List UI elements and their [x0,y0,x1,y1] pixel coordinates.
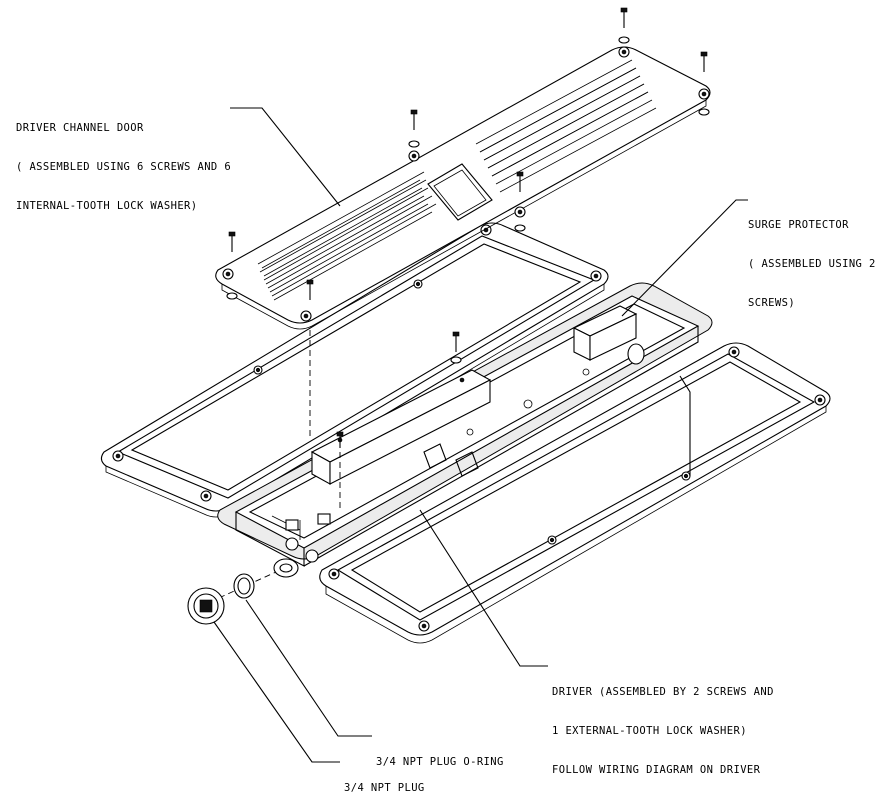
driver-box [310,369,492,485]
callout-line: SURGE PROTECTOR [748,219,849,231]
npt-plug-callout: 3/4 NPT PLUG [344,756,425,808]
screw-icon [306,279,314,300]
right-lens-door [319,342,831,644]
callout-line: 3/4 NPT PLUG O-RING [376,756,504,768]
npt-plug [187,587,225,625]
callout-line: 1 EXTERNAL-TOOTH LOCK WASHER) [552,725,747,737]
driver-channel-door-callout: DRIVER CHANNEL DOOR ( ASSEMBLED USING 6 … [16,96,231,226]
screw-icon [516,171,524,192]
callout-line: DRIVER CHANNEL DOOR [16,122,144,134]
callout-line: ( ASSEMBLED USING 6 SCREWS AND 6 [16,161,232,173]
callout-line: FOLLOW WIRING DIAGRAM ON DRIVER [552,764,761,776]
screw-icon [228,231,236,252]
exploded-assembly-diagram: DRIVER CHANNEL DOOR ( ASSEMBLED USING 6 … [16,7,876,794]
callout-line: SCREWS) [748,297,796,309]
door-screws [228,7,708,448]
screw-icon [410,109,418,130]
callout-line: INTERNAL-TOOTH LOCK WASHER) [16,200,198,212]
leader-lines [213,107,748,763]
callout-line: DRIVER (ASSEMBLED BY 2 SCREWS AND [552,686,774,698]
screw-icon [336,431,344,448]
screw-icon [452,331,460,352]
plug-o-ring [233,573,255,599]
callout-line: 3/4 NPT PLUG [344,782,425,794]
driver-channel-door [215,46,711,330]
surge-protector-callout: SURGE PROTECTOR ( ASSEMBLED USING 2 SCRE… [748,193,876,323]
lock-washers [226,36,710,364]
plug-o-ring-callout: 3/4 NPT PLUG O-RING [376,730,504,782]
driver-callout: DRIVER (ASSEMBLED BY 2 SCREWS AND 1 EXTE… [552,660,774,790]
screw-icon [700,51,708,72]
assembly-drawing [100,7,831,763]
screw-icon [620,7,628,28]
surge-protector [572,305,645,365]
callout-line: ( ASSEMBLED USING 2 [748,258,876,270]
